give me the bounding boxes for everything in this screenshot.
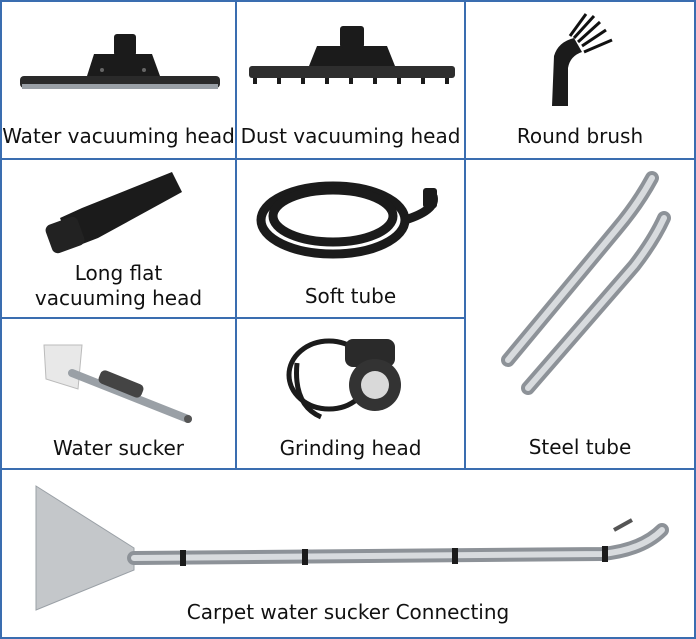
dust-vacuuming-head-image xyxy=(249,26,455,84)
cell-round-brush: Round brush xyxy=(464,0,696,160)
cell-steel-tube: Steel tube xyxy=(464,158,696,470)
item-label: Grinding head xyxy=(279,436,422,460)
item-label: Dust vacuuming head xyxy=(240,124,461,148)
cell-grinding-head: Grinding head xyxy=(235,317,466,470)
item-label: Water sucker xyxy=(53,436,184,460)
item-label: Steel tube xyxy=(528,435,632,459)
water-vacuuming-head-image xyxy=(20,34,220,89)
round-brush-image xyxy=(552,13,613,106)
cell-water-vacuuming-head: Water vacuuming head xyxy=(0,0,237,160)
item-label: Water vacuuming head xyxy=(2,124,235,148)
cell-dust-vacuuming-head: Dust vacuuming head xyxy=(235,0,466,160)
item-label: Round brush xyxy=(516,124,644,148)
cell-carpet-water-sucker: Carpet water sucker Connecting xyxy=(0,468,696,639)
cell-water-sucker: Water sucker xyxy=(0,317,237,470)
cell-soft-tube: Soft tube xyxy=(235,158,466,319)
long-flat-vacuuming-head-image xyxy=(45,172,182,254)
carpet-water-sucker-image xyxy=(35,485,669,611)
item-label: Soft tube xyxy=(304,284,397,308)
water-sucker-image xyxy=(43,344,192,423)
grinding-head-image xyxy=(286,338,401,420)
item-label: Long flat vacuuming head xyxy=(34,261,203,310)
steel-tube-image xyxy=(501,171,671,395)
soft-tube-image xyxy=(256,181,438,259)
cell-long-flat-vacuuming-head: Long flat vacuuming head xyxy=(0,158,237,319)
item-label: Carpet water sucker Connecting xyxy=(186,600,510,624)
